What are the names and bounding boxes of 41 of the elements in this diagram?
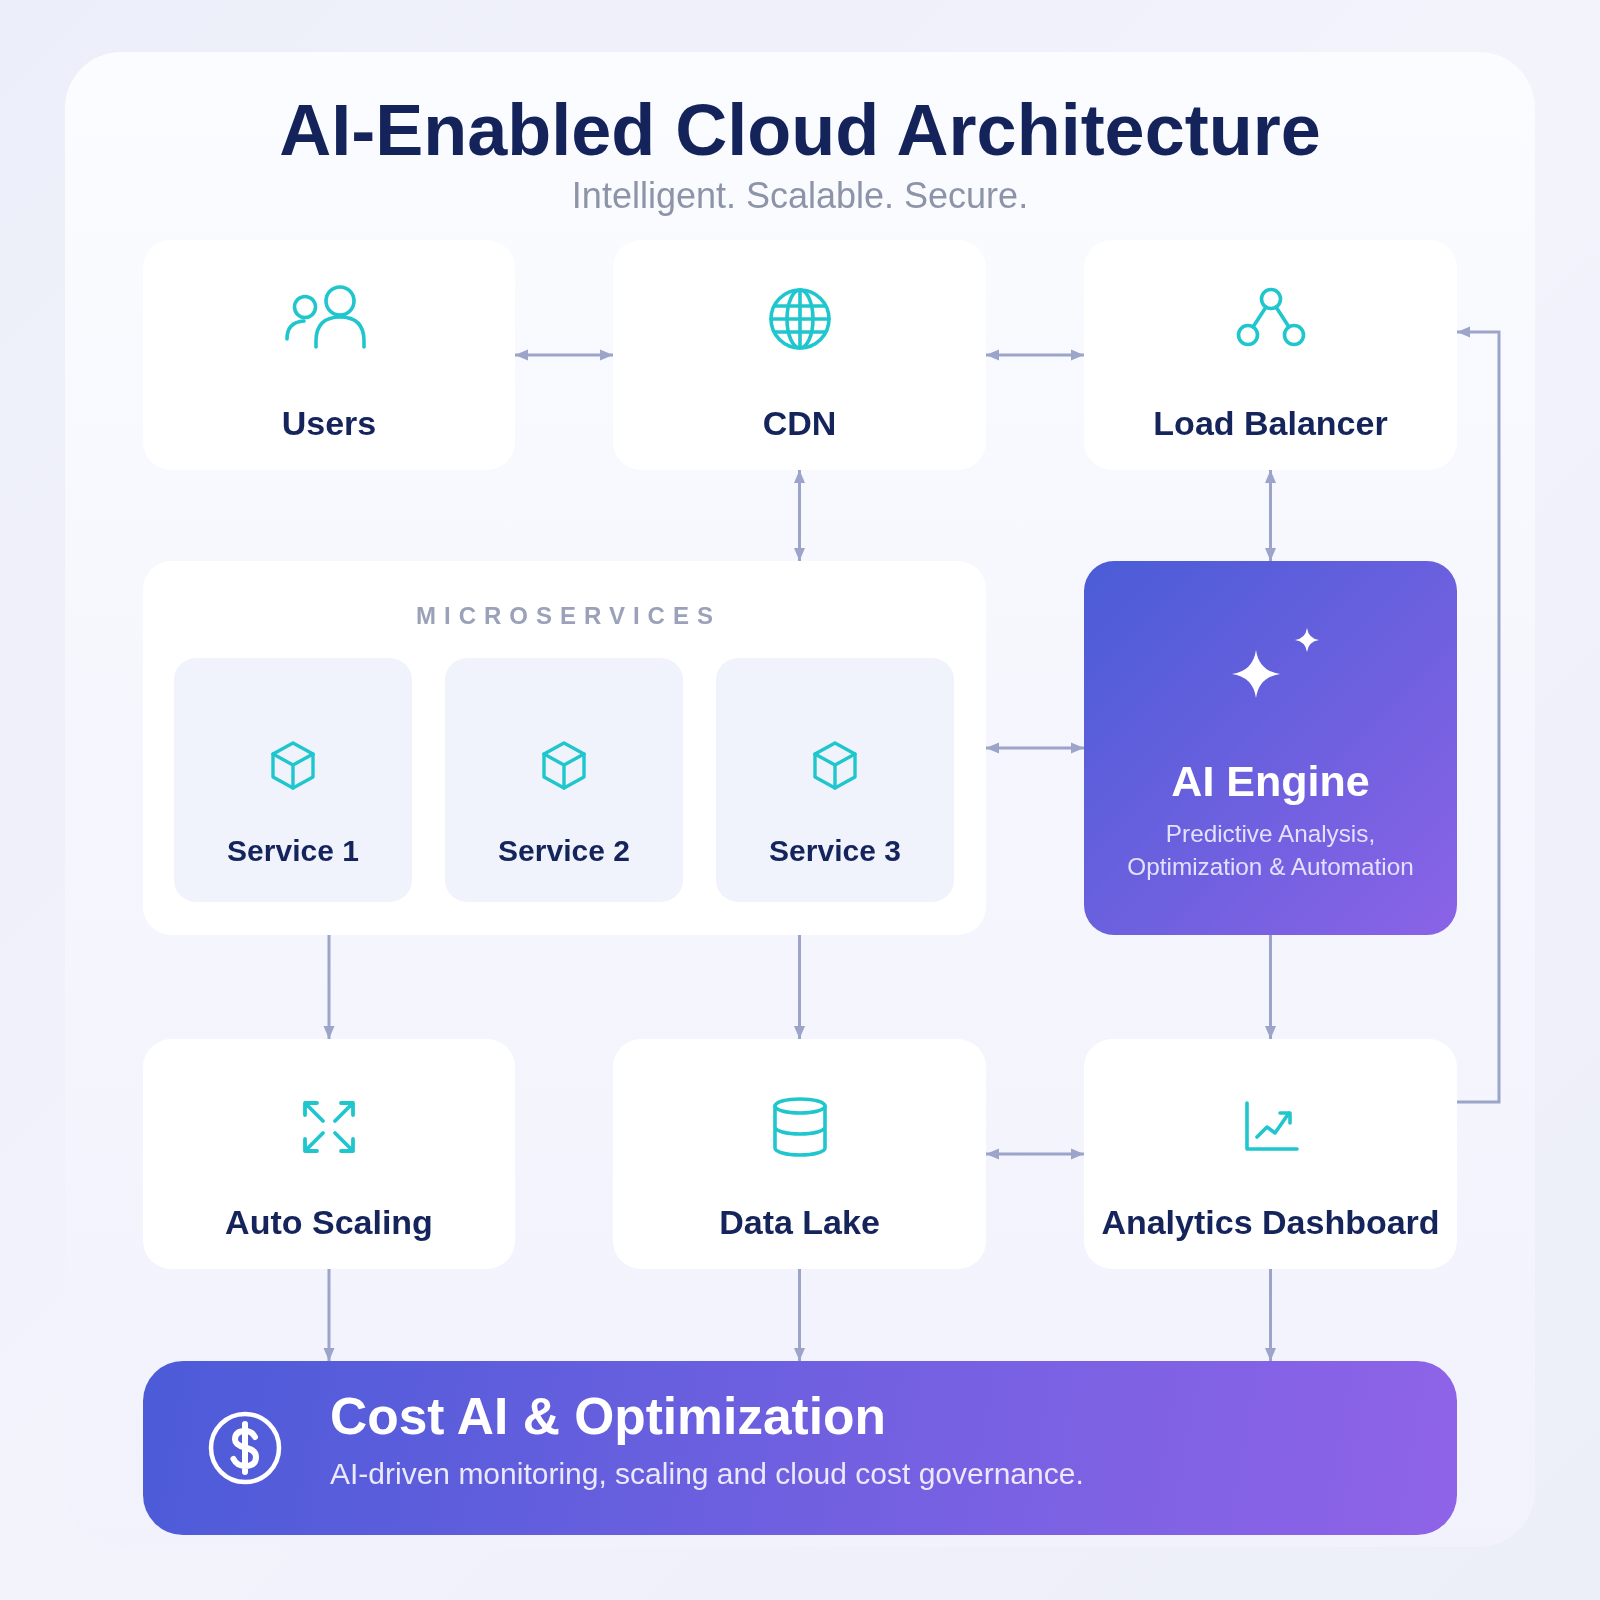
service-card xyxy=(445,658,683,902)
node-label: Load Balancer xyxy=(1153,404,1388,444)
node-label: CDN xyxy=(762,404,837,444)
banner-panel xyxy=(143,1361,1457,1535)
group-label: MICROSERVICES xyxy=(415,602,721,630)
banner-title: Cost AI & Optimization xyxy=(330,1387,886,1447)
double-arrow xyxy=(1265,470,1276,561)
highlight-card xyxy=(1084,561,1457,935)
double-arrow xyxy=(794,470,805,561)
node-title: AI Engine xyxy=(1171,757,1370,807)
node-label: Service 1 xyxy=(227,833,359,869)
double-arrow xyxy=(986,742,1084,754)
group-panel xyxy=(143,561,986,935)
component-card xyxy=(1084,240,1457,470)
node-label: Analytics Dashboard xyxy=(1101,1203,1440,1243)
arrow xyxy=(323,935,335,1039)
double-arrow xyxy=(986,349,1084,361)
double-arrow xyxy=(986,1148,1084,1160)
component-card xyxy=(1084,1039,1457,1269)
arrow xyxy=(794,1269,805,1361)
diagram-title: AI-Enabled Cloud Architecture xyxy=(279,88,1321,172)
double-arrow xyxy=(515,349,613,361)
service-card xyxy=(716,658,954,902)
banner-description: AI-driven monitoring, scaling and cloud cost governance. xyxy=(330,1456,1084,1492)
component-card xyxy=(143,240,515,470)
node-label: Data Lake xyxy=(719,1203,880,1243)
arrow xyxy=(794,935,805,1039)
subtitle: Intelligent. Scalable. Secure. xyxy=(571,175,1029,217)
node-label: Auto Scaling xyxy=(225,1203,433,1243)
arrow xyxy=(1457,326,1501,1104)
node-description: Predictive Analysis, Optimization & Automation xyxy=(1126,819,1415,882)
arrow xyxy=(1265,935,1276,1039)
node-label: Service 2 xyxy=(498,833,630,869)
service-card xyxy=(174,658,412,902)
node-label: Users xyxy=(281,404,377,444)
arrow xyxy=(323,1269,335,1361)
arrow xyxy=(1265,1269,1276,1361)
node-label: Service 3 xyxy=(769,833,901,869)
component-card xyxy=(613,1039,986,1269)
component-card xyxy=(143,1039,515,1269)
component-card xyxy=(613,240,986,470)
